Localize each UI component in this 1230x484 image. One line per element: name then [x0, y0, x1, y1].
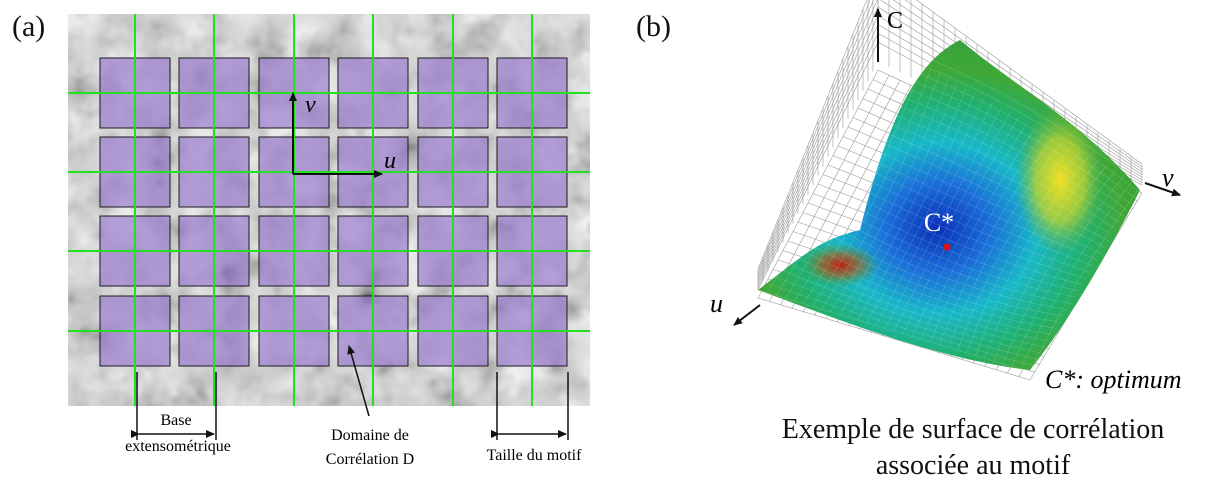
motif-size-dimension	[491, 372, 569, 440]
domain-label-line1: Domaine de	[331, 427, 409, 444]
panel-a-label: (a)	[12, 10, 46, 43]
optimum-marker-label: C*	[924, 208, 954, 237]
caption-line1: Exemple de surface de corrélation	[781, 414, 1165, 445]
optimum-point	[943, 243, 951, 251]
optimum-legend: C*: optimum	[1045, 365, 1182, 394]
motif-size-label: Taille du motif	[487, 447, 583, 464]
u-axis-label-3d: u	[710, 289, 723, 318]
u-axis-arrow-3d	[733, 304, 761, 326]
base-label-line2: extensométrique	[125, 438, 231, 455]
domain-label-line2: Corrélation D	[326, 451, 414, 468]
panel-b-caption: Exemple de surface de corrélation associ…	[728, 412, 1218, 484]
panel-b-label: (b)	[636, 10, 671, 43]
u-axis-label: u	[384, 148, 396, 174]
c-axis-label: C	[887, 8, 903, 34]
caption-line2: associée au motif	[875, 450, 1071, 481]
v-axis-label: v	[305, 92, 316, 118]
domain-pointer-arrow	[347, 345, 370, 417]
base-dimension	[131, 372, 217, 440]
panel-a-figure: v u Base extensométrique Domaine de Corr…	[68, 14, 590, 468]
base-label-line1: Base	[160, 412, 191, 429]
v-axis-label-3d: v	[1162, 163, 1174, 192]
correlation-surface	[758, 40, 1140, 370]
panel-b-figure: C* C v u C*: optimum	[710, 0, 1182, 394]
v-axis-arrow-3d	[1144, 182, 1181, 197]
